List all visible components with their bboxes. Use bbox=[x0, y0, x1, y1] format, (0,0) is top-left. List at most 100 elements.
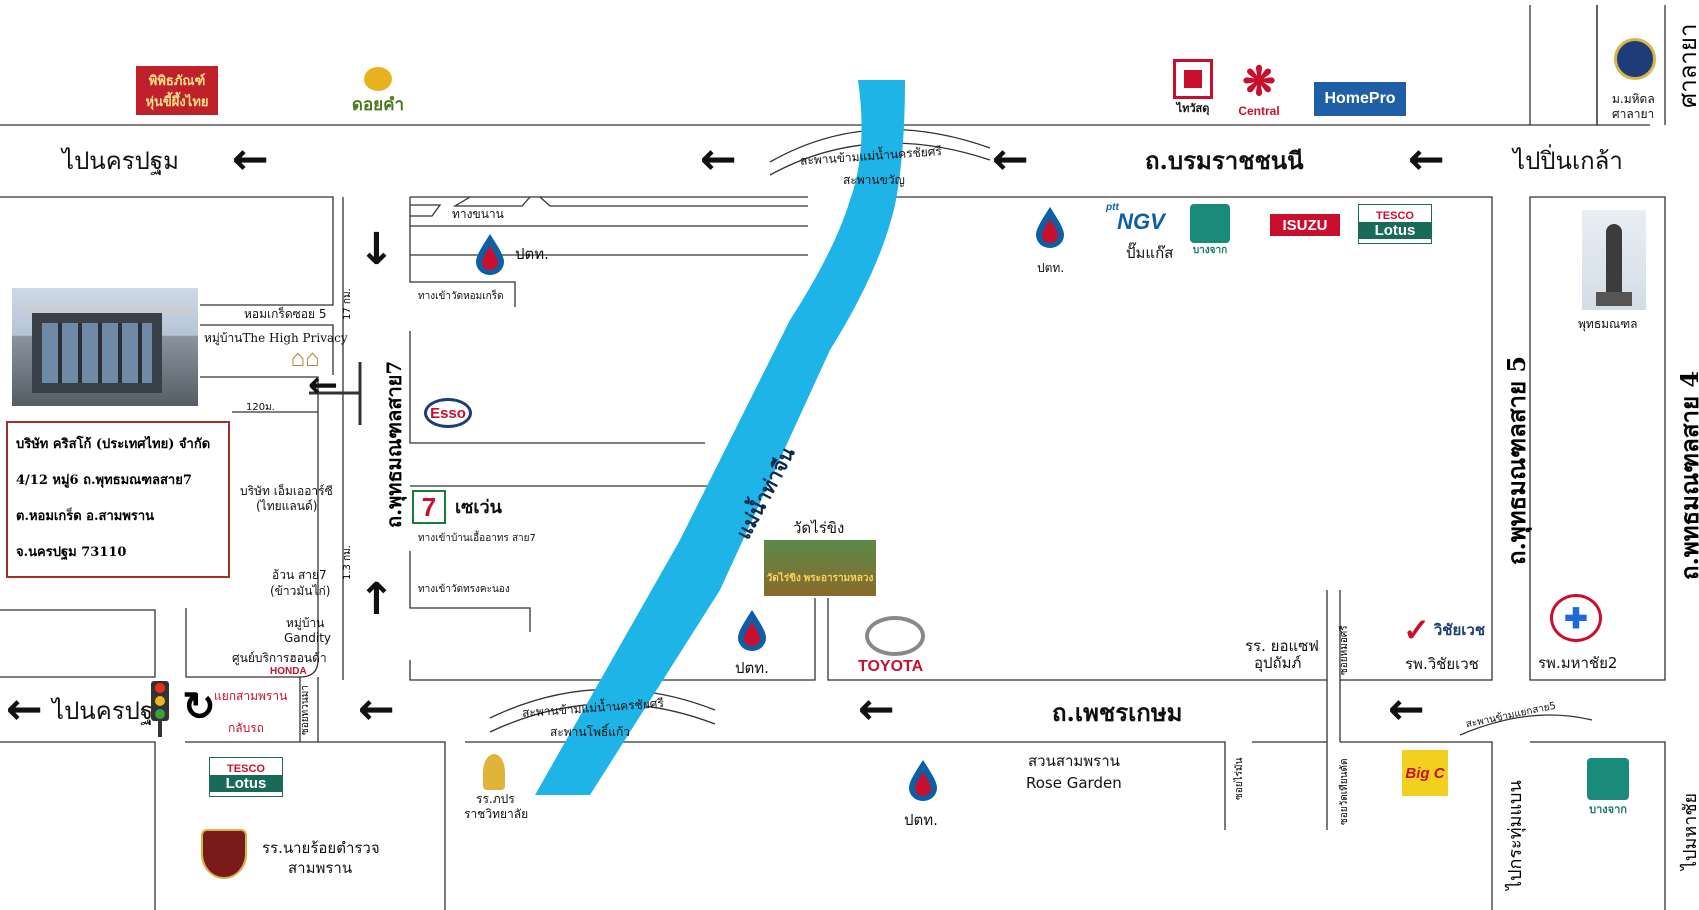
mahidol-seal-icon bbox=[1613, 34, 1657, 84]
label-school-2: ราชวิทยาลัย bbox=[464, 807, 529, 821]
logo-honda: HONDA bbox=[270, 666, 307, 677]
road-edge bbox=[0, 609, 156, 678]
road-edge bbox=[185, 741, 446, 910]
police-school-emblem-icon bbox=[198, 826, 250, 882]
label-mr-thailand-2: (ไทยแลนด์) bbox=[256, 499, 318, 513]
arrow-left-icon: ← bbox=[6, 684, 43, 735]
label-soi-mo-si: ซอยหมอศรี bbox=[1339, 625, 1350, 675]
arrow-left-icon: ← bbox=[1388, 684, 1425, 735]
company-building-photo bbox=[12, 288, 198, 406]
road-edge bbox=[0, 741, 156, 910]
place-salaya: ศาลายา bbox=[1674, 23, 1699, 108]
logo-wax-museum: พิพิธภัณฑ์หุ่นขี้ผึ้งไทย bbox=[136, 66, 218, 115]
company-address-line: จ.นครปฐม 73110 bbox=[16, 545, 127, 560]
label-hom-kret-soi5: หอมเกร็ดซอย 5 bbox=[244, 307, 327, 321]
arrow-left-icon: ← bbox=[858, 684, 895, 735]
company-name: บริษัท คริสโก้ (ประเทศไทย) จำกัด bbox=[16, 437, 211, 452]
house-icon: ⌂⌂ bbox=[290, 345, 320, 372]
ptt-label: ปตท. bbox=[1037, 261, 1065, 275]
arrow-left-icon: ← bbox=[308, 365, 339, 406]
label-gandity: หมู่บ้าน bbox=[286, 616, 325, 630]
road-name-phutthamonthon4: ถ.พุทธมณฑลสาย 4 bbox=[1675, 371, 1699, 580]
ramp bbox=[410, 204, 442, 217]
logo-tesco-lotus-top: TESCO Lotus bbox=[1358, 204, 1432, 244]
label-police-school-2: สามพราน bbox=[288, 859, 353, 877]
logo-bangchak-bottom: บางจาก bbox=[1584, 756, 1632, 820]
wat-rai-khing-image: วัดไร่ขิง พระอารามหลวง bbox=[764, 540, 876, 596]
logo-vichaivej: ✓ วิชัยเวช bbox=[1403, 612, 1485, 648]
logo-toyota: TOYOTA bbox=[858, 658, 924, 675]
bridge-bottom-name: สะพานโพธิ์แก้ว bbox=[550, 725, 631, 739]
label-wat-song-khanong-entrance: ทางเข้าวัดทรงคะนอง bbox=[418, 584, 510, 595]
road-edge bbox=[1530, 741, 1666, 910]
ptt-drop-icon bbox=[738, 610, 766, 651]
logo-tesco-lotus-bottom: TESCO Lotus bbox=[209, 757, 283, 797]
direction-to-krathum-baen: ไปกระทุ่มแบน bbox=[1505, 780, 1526, 890]
toyota-emblem-icon bbox=[862, 614, 928, 658]
label-auan: อ้วน สาย7 bbox=[272, 568, 327, 582]
road-edge bbox=[409, 197, 516, 307]
check-icon: ✓ bbox=[1403, 612, 1430, 648]
logo-big-c: Big C bbox=[1402, 750, 1448, 796]
logo-doi-kham: ดอยคำ bbox=[342, 66, 414, 118]
arrow-left-icon: ← bbox=[232, 134, 269, 185]
label-wat-hom-kret-entrance: ทางเข้าวัดหอมเกร็ด bbox=[418, 291, 504, 302]
leaf-icon bbox=[1190, 204, 1230, 243]
label-yosef-school: รร. ยอแซฟ bbox=[1245, 637, 1319, 655]
road-edge bbox=[200, 376, 319, 412]
ramp bbox=[539, 196, 808, 207]
label-mahachai2-hospital: รพ.มหาชัย2 bbox=[1538, 654, 1618, 672]
logo-ptt-ngv: ptt NGV bbox=[1106, 201, 1165, 234]
label-yaek-sam-phran: แยกสามพราน bbox=[214, 689, 288, 703]
leaf-icon bbox=[1587, 758, 1629, 800]
label-parallel-road: ทางขนาน bbox=[452, 207, 504, 221]
logo-esso: Esso bbox=[424, 398, 472, 428]
bridge-top-name: สะพานขวัญ bbox=[843, 173, 905, 187]
label-vichaivej-hospital: รพ.วิชัยเวช bbox=[1405, 655, 1479, 673]
place-phuttha-monthon: พุทธมณฑล bbox=[1578, 317, 1638, 331]
ptt-drop-icon bbox=[476, 234, 504, 275]
label-distance-17km: 17 กม. bbox=[342, 288, 353, 320]
direction-to-nakhon-pathom-bottom: ไปนครปฐม bbox=[52, 697, 169, 725]
ptt-label: ปตท. bbox=[515, 245, 549, 263]
place-ngv-station: ปั๊มแก๊ส bbox=[1126, 244, 1174, 262]
label-gandity-2: Gandity bbox=[284, 631, 332, 645]
ptt-drop-icon bbox=[1036, 207, 1064, 248]
place-mahidol-salaya: ศาลายา bbox=[1612, 107, 1655, 121]
house-icon bbox=[1173, 59, 1213, 99]
company-address-card: บริษัท คริสโก้ (ประเทศไทย) จำกัด 4/12 หม… bbox=[6, 421, 230, 578]
logo-central: ❋ Central bbox=[1238, 60, 1280, 118]
road-edge bbox=[1340, 741, 1493, 910]
traffic-light-icon bbox=[146, 680, 174, 738]
arrow-left-icon: ← bbox=[700, 134, 737, 185]
u-turn-icon: ↻ bbox=[182, 685, 216, 729]
label-mr-thailand: บริษัท เอ็มเออาร์ซี bbox=[240, 484, 333, 498]
logo-homepro: HomePro bbox=[1314, 82, 1406, 116]
road-name-phutthamonthon5: ถ.พุทธมณฑลสาย 5 bbox=[1502, 355, 1531, 565]
phuttha-statue-image bbox=[1582, 210, 1646, 310]
label-distance-120m: 120ม. bbox=[246, 402, 275, 413]
label-u-turn: กลับรถ bbox=[228, 721, 264, 735]
arrow-down-icon: ↓ bbox=[358, 224, 395, 275]
road-edge bbox=[200, 324, 334, 375]
road-edge bbox=[827, 590, 1328, 681]
ptt-label: ปตท. bbox=[904, 811, 938, 829]
road-name-phutthamonthon7: ถ.พุทธมณฑลสาย7 bbox=[382, 360, 406, 528]
ramp bbox=[452, 196, 531, 207]
label-honda-center: ศูนย์บริการฮอนด้า bbox=[232, 651, 327, 665]
ptt-label: ปตท. bbox=[735, 659, 769, 677]
road-name-borommaratchachonnani: ถ.บรมราชชนนี bbox=[1145, 146, 1304, 175]
road-edge bbox=[1252, 741, 1328, 830]
label-rose-garden-2: Rose Garden bbox=[1026, 774, 1122, 792]
label-high-privacy: หมู่บ้านThe High Privacy bbox=[204, 331, 348, 345]
school-emblem-icon bbox=[480, 752, 508, 792]
bridge-arc bbox=[1459, 714, 1593, 736]
logo-bangchak: บางจาก bbox=[1188, 204, 1232, 258]
road-edge bbox=[1529, 196, 1666, 681]
river-shape bbox=[535, 80, 905, 795]
label-soi-rai-man: ซอยไร่มัน bbox=[1234, 757, 1245, 800]
road-edge bbox=[895, 196, 1493, 681]
label-soi: ซอยทวนมา bbox=[300, 685, 311, 735]
label-seven-eleven: เซเว่น bbox=[455, 497, 502, 518]
arrow-left-icon: ← bbox=[992, 134, 1029, 185]
